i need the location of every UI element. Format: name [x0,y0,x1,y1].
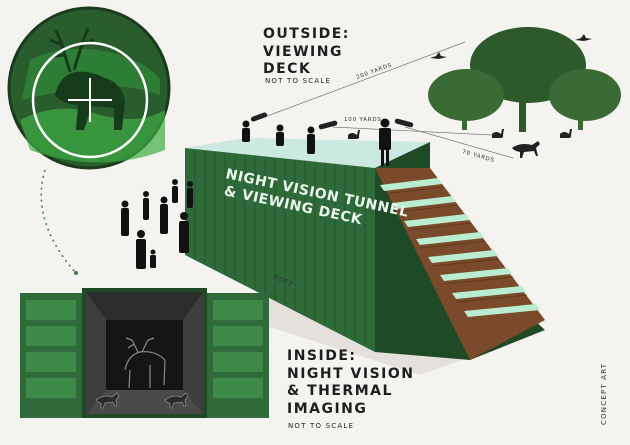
outside-note: NOT TO SCALE [265,77,332,85]
stag-outline-icon [124,337,166,389]
person-icon [276,124,284,146]
night-vision-scope [7,6,171,170]
deck-visitors [242,118,391,166]
rabbit-icon [492,129,504,138]
telescope-icon [318,120,338,130]
distance-lines [261,41,514,159]
person-icon [242,120,250,142]
scope-connector-line [40,169,76,273]
distance-100-label: 100 YARDS [344,117,382,123]
container-interior-view [20,288,269,418]
inside-heading: INSIDE: NIGHT VISION & THERMAL IMAGING [287,348,415,417]
rabbit-icon [560,129,572,138]
outside-heading: OUTSIDE: VIEWING DECK [263,26,350,77]
person-icon [379,118,391,166]
telescope-icons [250,112,414,130]
trees [428,27,621,132]
bird-icon [575,34,592,41]
wildlife-silhouettes [348,34,592,158]
person-icon [307,126,315,154]
rabbit-icon [348,130,360,139]
staircase [375,168,545,360]
concept-art-label: CONCEPT ART [600,363,608,425]
inside-note: NOT TO SCALE [288,422,355,430]
visitor-crowd [121,179,193,269]
crosshair-icon [31,41,149,159]
fox-icon [512,141,540,158]
telescope-icon [250,112,268,122]
distance-200-label: 200 YARDS [356,62,393,81]
fox-outline-icon [95,392,189,409]
telescope-icon [394,118,414,128]
bird-icon [430,52,447,59]
